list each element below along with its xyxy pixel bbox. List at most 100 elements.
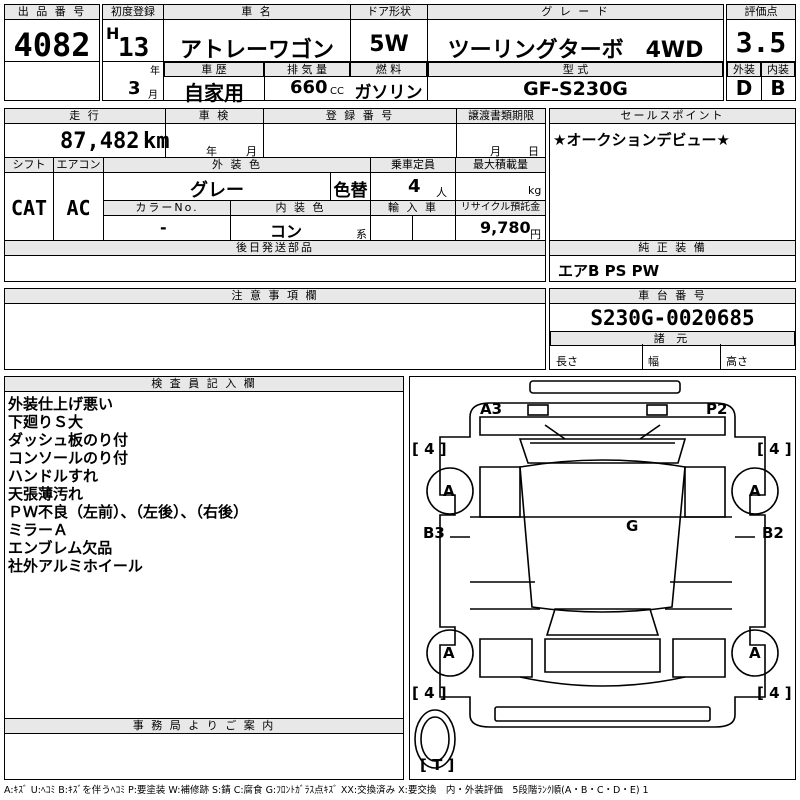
tire-tread-front-right: [ 4 ] — [757, 440, 792, 458]
max-load-header: 最大積載量 — [456, 158, 545, 173]
lot-number-header: 出 品 番 号 — [5, 5, 99, 20]
inspector-notes: 外装仕上げ悪い 下廻りＳ大 ダッシュ板のり付 コンソールのり付 ハンドルすれ 天… — [8, 395, 248, 575]
year-era: H — [106, 24, 120, 43]
grade-header: グ レ ー ド — [428, 5, 723, 20]
model-code: GF-S230G — [523, 78, 628, 100]
first-reg-year: 13 — [118, 33, 150, 63]
tire-tread-front-left: [ 4 ] — [412, 440, 447, 458]
interior-header: 内装 — [761, 62, 795, 77]
yen-unit: 円 — [530, 228, 541, 241]
damage-mark-a3: A3 — [480, 400, 503, 418]
interior-color: コン — [270, 222, 303, 241]
transfer-day-unit: 日 — [528, 145, 539, 158]
inspector-box — [4, 376, 404, 780]
note-line: ＰＷ不良（左前）、（左後）、（右後） — [8, 503, 249, 521]
wheel-mark-front-left: A — [443, 482, 455, 500]
exterior-color: グレー — [190, 180, 244, 201]
damage-mark-b3: B3 — [423, 524, 445, 542]
shift-header: シフト — [5, 158, 53, 173]
damage-mark-g: G — [626, 517, 639, 535]
door-type: 5W — [369, 32, 409, 57]
year-unit: 年 — [150, 66, 160, 77]
displacement: 660 — [290, 77, 328, 98]
month-unit: 月 — [148, 90, 158, 101]
chassis-number: S230G-0020685 — [590, 306, 755, 330]
chassis-header: 車 台 番 号 — [550, 289, 795, 304]
note-line: エンブレム欠品 — [8, 539, 113, 557]
kg-unit: kg — [528, 184, 542, 197]
recycle-header: リサイクル預託金 — [456, 201, 545, 216]
dims-header: 諸 元 — [550, 331, 795, 346]
spare-tire-label: [ T ] — [420, 756, 455, 774]
seating-capacity: 4 — [408, 176, 421, 197]
int-color-header: 内 装 色 — [231, 201, 370, 216]
color-change: 色替 — [333, 181, 368, 201]
note-line: コンソールのり付 — [8, 449, 129, 467]
score-header: 評価点 — [727, 5, 795, 20]
capacity-header: 乗車定員 — [371, 158, 455, 173]
wheel-mark-rear-right: A — [749, 644, 761, 662]
exterior-grade: D — [735, 76, 753, 100]
lot-number: 4082 — [13, 26, 91, 64]
tire-tread-rear-right: [ 4 ] — [757, 684, 792, 702]
car-diagram-box — [409, 376, 796, 780]
genuine-equipment: エアB PS PW — [558, 262, 660, 280]
car-diagram — [414, 380, 779, 769]
notes-box — [4, 288, 546, 370]
kei-unit: 系 — [356, 228, 367, 241]
interior-grade: B — [770, 76, 786, 100]
damage-mark-b2: B2 — [762, 524, 784, 542]
genuine-equipment-box — [549, 240, 796, 282]
car-name: アトレーワゴン — [179, 38, 334, 63]
length-label: 長さ — [556, 355, 578, 368]
import-header: 輸 入 車 — [371, 201, 455, 216]
score-box — [726, 4, 796, 101]
later-parts-box — [4, 240, 546, 282]
inspector-header: 検 査 員 記 入 欄 — [5, 377, 403, 392]
displacement-header: 排 気 量 — [264, 62, 350, 77]
color-number: - — [160, 218, 167, 237]
sales-point-text: ★オークションデビュー★ — [553, 131, 730, 149]
color-no-header: カラーNo. — [104, 201, 230, 216]
inspection-month-unit: 月 — [246, 145, 257, 158]
chassis-box — [549, 288, 796, 370]
note-line: ハンドルすれ — [8, 467, 99, 485]
exterior-header: 外装 — [727, 62, 761, 77]
fuel-header: 燃 料 — [350, 62, 427, 77]
car-name-header: 車 名 — [164, 5, 350, 20]
wheel-mark-rear-left: A — [443, 644, 455, 662]
km-unit: km — [143, 129, 170, 154]
transfer-month-unit: 月 — [490, 145, 501, 158]
recycle-deposit: 9,780 — [480, 218, 531, 237]
legend: A:ｷｽﾞ U:ﾍｺﾐ B:ｷｽﾞを伴うﾍｺﾐ P:要塗装 W:補修跡 S:錆 … — [4, 785, 649, 796]
fuel-type: ガソリン — [354, 83, 423, 103]
note-line: 下廻りＳ大 — [8, 413, 84, 431]
sales-point-header: セールスポイント — [550, 109, 795, 124]
air-conditioner: AC — [66, 196, 91, 220]
inspection-year-unit: 年 — [206, 145, 217, 158]
height-label: 高さ — [726, 355, 748, 368]
cc-unit: CC — [330, 86, 344, 97]
note-line: 外装仕上げ悪い — [8, 395, 114, 413]
transfer-header: 譲渡書類期限 — [457, 109, 545, 124]
mileage: 87,482 — [60, 129, 140, 154]
shift-type: CAT — [10, 196, 48, 220]
notes-header: 注 意 事 項 欄 — [5, 289, 545, 304]
history-header: 車 歴 — [164, 62, 264, 77]
ac-header: エアコン — [54, 158, 103, 173]
note-line: 社外アルミホイール — [8, 557, 143, 575]
later-parts-header: 後日発送部品 — [5, 241, 545, 256]
damage-mark-p2: P2 — [706, 400, 728, 418]
inspection-header: 車 検 — [166, 109, 263, 124]
reg-number-header: 登 録 番 号 — [264, 109, 456, 124]
evaluation-score: 3.5 — [735, 26, 787, 59]
lot-number-box — [4, 4, 100, 101]
person-unit: 人 — [436, 186, 447, 199]
grade: ツーリングターボ 4WD — [447, 38, 704, 63]
reg-month: 3 — [128, 78, 141, 99]
vehicle-history: 自家用 — [184, 81, 244, 105]
first-reg-header: 初度登録 — [103, 5, 163, 20]
genuine-equipment-header: 純 正 装 備 — [550, 241, 795, 256]
vehicle-info-box — [102, 4, 724, 101]
note-line: ミラーＡ — [8, 521, 69, 539]
